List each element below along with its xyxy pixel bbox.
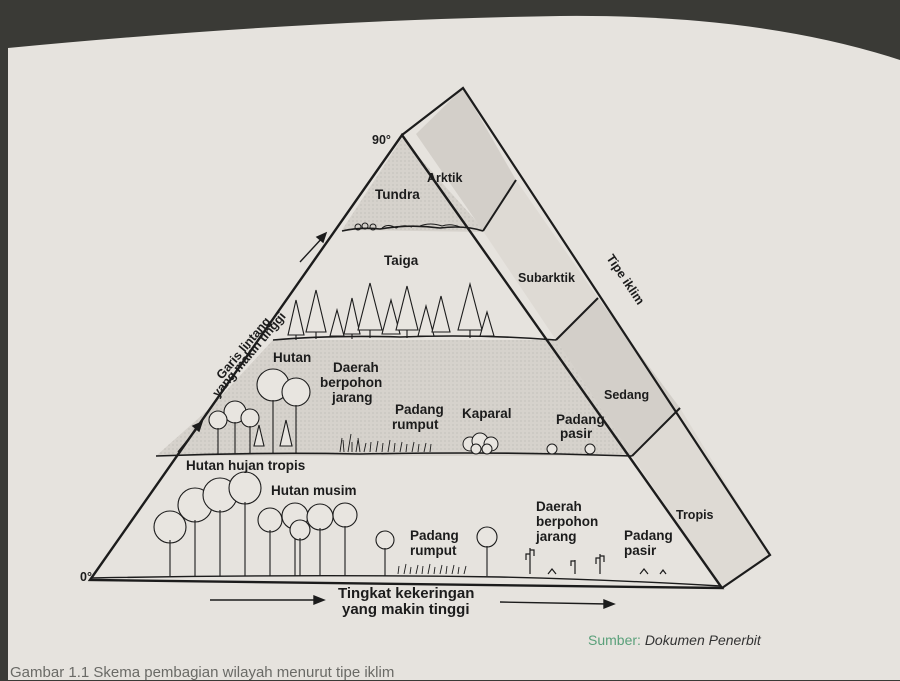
figure-caption: Gambar 1.1 Skema pembagian wilayah menur… [10,664,395,681]
zone-label-padang-rumput-2-line1: Padang [410,528,459,543]
bottom-axis-arrows [210,594,616,610]
boundary-mid-tropis [155,452,633,457]
zone-label-padang-pasir-2-line2: pasir [624,543,657,558]
tundra-shrubs [354,222,461,231]
climate-label-arktik: Arktik [427,171,462,185]
desert-shrubs-1 [546,443,596,455]
climate-label-subarktik: Subarktik [518,271,575,285]
source-credit: Sumber: Dokumen Penerbit [588,632,761,648]
climate-label-tropis: Tropis [676,508,714,522]
main-triangle [87,132,725,590]
source-value: Dokumen Penerbit [644,632,761,648]
zone-label-padang-pasir-2-line1: Padang [624,528,673,543]
bottom-latitude-label: 0° [80,570,92,584]
deciduous-trees [208,368,311,454]
zone-label-daerah-berpohon-jarang-1-line1: Daerah [333,360,379,375]
strip-divider-3 [631,407,681,457]
zone-label-tundra: Tundra [375,187,420,202]
zone-label-padang-rumput-2-line2: rumput [410,543,457,558]
subarktik-cell [483,180,598,340]
tropis-cell [632,408,770,588]
kaparal-shrubs [462,432,499,455]
grass-patch-2 [397,563,467,575]
conifer-trees [287,281,495,340]
grass-patch-1 [339,433,432,453]
zone-label-kaparal: Kaparal [462,406,512,421]
zone-label-daerah-berpohon-jarang-2-line3: jarang [535,529,577,544]
zone-label-hutan-hujan-tropis: Hutan hujan tropis [186,458,305,473]
climate-label-sedang: Sedang [604,388,649,402]
zone-label-hutan-musim: Hutan musim [271,483,357,498]
zone-label-daerah-berpohon-jarang-1-line2: berpohon [320,375,382,390]
ground-line [91,575,721,587]
zone-label-taiga: Taiga [384,253,419,268]
strip-divider-1 [482,179,517,232]
zone-label-daerah-berpohon-jarang-2-line2: berpohon [536,514,598,529]
bottom-axis-label-line2: yang makin tinggi [342,601,470,618]
source-label: Sumber: [588,632,641,648]
zone-label-padang-pasir-1-line2: pasir [560,426,593,441]
arktik-cell [416,88,516,231]
cacti [525,548,667,575]
zone-label-padang-pasir-1-line1: Padang [556,412,605,427]
zone-label-padang-rumput-1-line1: Padang [395,402,444,417]
zone-label-daerah-berpohon-jarang-2-line1: Daerah [536,499,582,514]
zone-label-hutan: Hutan [273,350,311,365]
tropical-trees [153,471,498,576]
zone-label-padang-rumput-1-line2: rumput [392,417,439,432]
strip-divider-2 [555,297,599,341]
top-latitude-label: 90° [372,133,391,147]
bottom-axis-label-line1: Tingkat kekeringan [338,585,474,602]
sedang-cell [556,298,680,456]
left-axis-arrows [177,231,328,453]
climate-strip-outline [401,86,772,589]
tundra-band [342,138,486,232]
boundary-taiga-hutan [272,335,557,341]
zone-label-daerah-berpohon-jarang-1-line3: jarang [331,390,373,405]
